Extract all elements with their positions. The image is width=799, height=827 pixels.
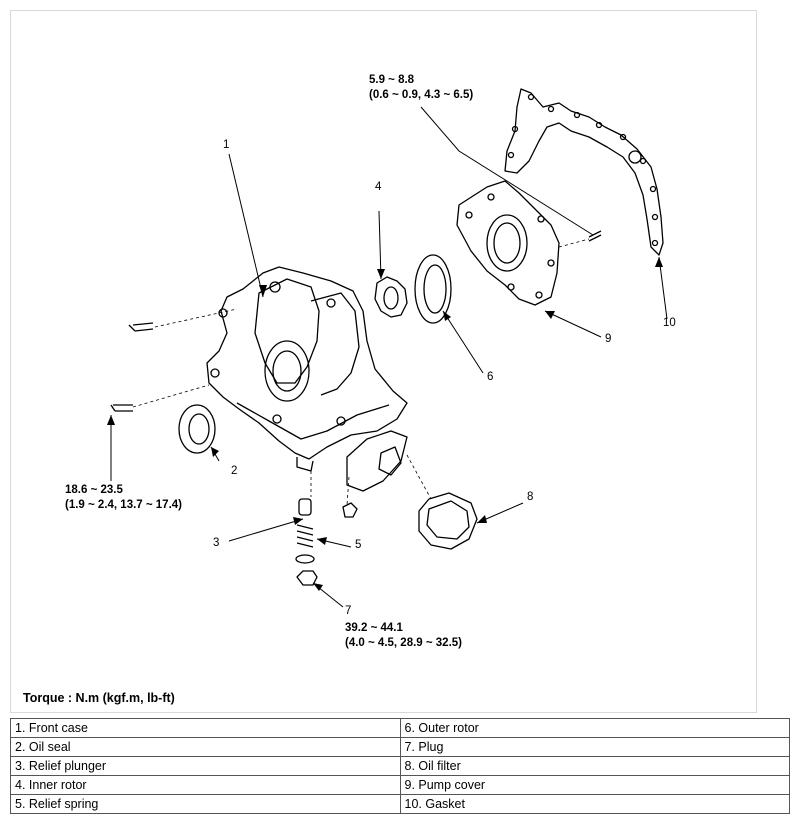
legend-row: 3. Relief plunger 8. Oil filter	[10, 756, 790, 776]
torque-spec-line-1: 18.6 ~ 23.5	[65, 484, 123, 496]
callout-9: 9	[605, 333, 612, 345]
relief-valve-parts	[110, 230, 602, 586]
torque-spec-line-1: 39.2 ~ 44.1	[345, 622, 403, 634]
callout-4: 4	[375, 181, 382, 193]
gasket-part	[504, 88, 664, 256]
oil-filter-part	[418, 492, 478, 550]
callout-10: 10	[663, 317, 676, 329]
torque-spec-pump-cover-bolt: 5.9 ~ 8.8 (0.6 ~ 0.9, 4.3 ~ 6.5)	[369, 73, 473, 103]
legend-item: 4. Inner rotor	[10, 775, 401, 795]
pump-cover-part	[456, 180, 560, 306]
inner-rotor-part	[374, 276, 408, 318]
oil-seal-part	[178, 404, 216, 454]
legend-item: 6. Outer rotor	[399, 718, 790, 738]
legend-row: 5. Relief spring 10. Gasket	[10, 794, 790, 814]
callout-1: 1	[223, 139, 230, 151]
legend-item: 3. Relief plunger	[10, 756, 401, 776]
torque-spec-line-2: (1.9 ~ 2.4, 13.7 ~ 17.4)	[65, 499, 182, 511]
legend-item: 9. Pump cover	[399, 775, 790, 795]
callout-8: 8	[527, 491, 534, 503]
parts-legend-table: 1. Front case 6. Outer rotor 2. Oil seal…	[10, 718, 790, 814]
legend-item: 5. Relief spring	[10, 794, 401, 814]
torque-spec-plug: 39.2 ~ 44.1 (4.0 ~ 4.5, 28.9 ~ 32.5)	[345, 621, 462, 651]
callout-2: 2	[231, 465, 238, 477]
torque-spec-line-2: (4.0 ~ 4.5, 28.9 ~ 32.5)	[345, 637, 462, 649]
filter-flange-part	[346, 430, 408, 492]
callout-6: 6	[487, 371, 494, 383]
legend-item: 2. Oil seal	[10, 737, 401, 757]
legend-row: 1. Front case 6. Outer rotor	[10, 718, 790, 738]
torque-unit-label: Torque : N.m (kgf.m, lb-ft)	[23, 691, 175, 705]
outer-rotor-part	[414, 254, 452, 324]
legend-row: 2. Oil seal 7. Plug	[10, 737, 790, 757]
legend-row: 4. Inner rotor 9. Pump cover	[10, 775, 790, 795]
legend-item: 10. Gasket	[399, 794, 790, 814]
exploded-parts-drawing	[107, 88, 668, 608]
legend-item: 8. Oil filter	[399, 756, 790, 776]
torque-spec-line-1: 5.9 ~ 8.8	[369, 74, 415, 86]
torque-spec-front-case-bolt: 18.6 ~ 23.5 (1.9 ~ 2.4, 13.7 ~ 17.4)	[65, 483, 182, 513]
callout-3: 3	[213, 537, 220, 549]
callout-7: 7	[345, 605, 352, 617]
front-case-part	[206, 266, 408, 472]
legend-item: 1. Front case	[10, 718, 401, 738]
diagram-figure: 1 2 3 4 5 6 7 8 9 10 5.9 ~ 8.8 (0.6 ~ 0.…	[10, 10, 757, 713]
torque-spec-line-2: (0.6 ~ 0.9, 4.3 ~ 6.5)	[369, 89, 474, 101]
callout-5: 5	[355, 539, 362, 551]
legend-item: 7. Plug	[399, 737, 790, 757]
